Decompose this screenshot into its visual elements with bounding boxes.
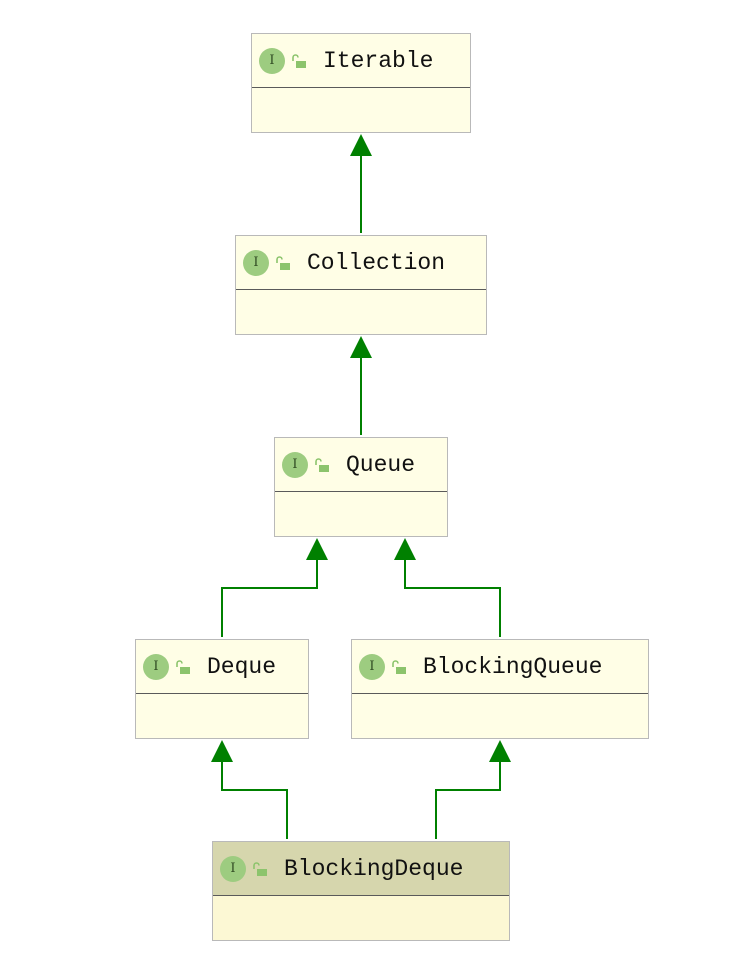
public-lock-icon [276,255,290,270]
interface-icon: I [282,451,308,478]
node-blockingdeque[interactable]: I BlockingDeque [212,841,510,941]
node-deque-members [136,694,308,738]
node-queue[interactable]: I Queue [274,437,448,537]
node-collection-name: Collection [307,249,446,276]
public-lock-icon [315,457,329,472]
node-deque-header: I Deque [136,640,308,694]
interface-icon: I [359,653,385,680]
edge-deque-to-queue [221,560,318,637]
interface-icon: I [259,47,285,74]
node-deque[interactable]: I Deque [135,639,309,739]
arrowhead-queue-to-collection [350,336,372,358]
node-queue-members [275,492,447,536]
node-iterable-name: Iterable [323,47,434,74]
node-deque-name: Deque [207,653,277,680]
node-queue-name: Queue [346,451,416,478]
interface-icon: I [143,653,169,680]
edge-blockingdeque-to-deque [221,762,288,839]
node-blockingdeque-header: I BlockingDeque [213,842,509,896]
node-iterable[interactable]: I Iterable [251,33,471,133]
node-blockingdeque-members [213,896,509,940]
public-lock-icon [253,861,267,876]
arrowhead-deque-to-queue [306,538,328,560]
node-blockingqueue[interactable]: I BlockingQueue [351,639,649,739]
node-blockingqueue-name: BlockingQueue [423,653,603,680]
arrowhead-collection-to-iterable [350,134,372,156]
node-iterable-members [252,88,470,132]
public-lock-icon [392,659,406,674]
node-blockingdeque-name: BlockingDeque [284,855,464,882]
node-collection-members [236,290,486,334]
node-blockingqueue-header: I BlockingQueue [352,640,648,694]
node-blockingqueue-members [352,694,648,738]
interface-icon: I [220,855,246,882]
edge-blockingqueue-to-queue [404,560,501,637]
arrowhead-blockingdeque-to-blockingqueue [489,740,511,762]
node-collection[interactable]: I Collection [235,235,487,335]
edge-blockingdeque-to-blockingqueue [435,762,501,839]
arrowhead-blockingdeque-to-deque [211,740,233,762]
public-lock-icon [176,659,190,674]
interface-icon: I [243,249,269,276]
node-iterable-header: I Iterable [252,34,470,88]
node-collection-header: I Collection [236,236,486,290]
arrowhead-blockingqueue-to-queue [394,538,416,560]
node-queue-header: I Queue [275,438,447,492]
public-lock-icon [292,53,306,68]
